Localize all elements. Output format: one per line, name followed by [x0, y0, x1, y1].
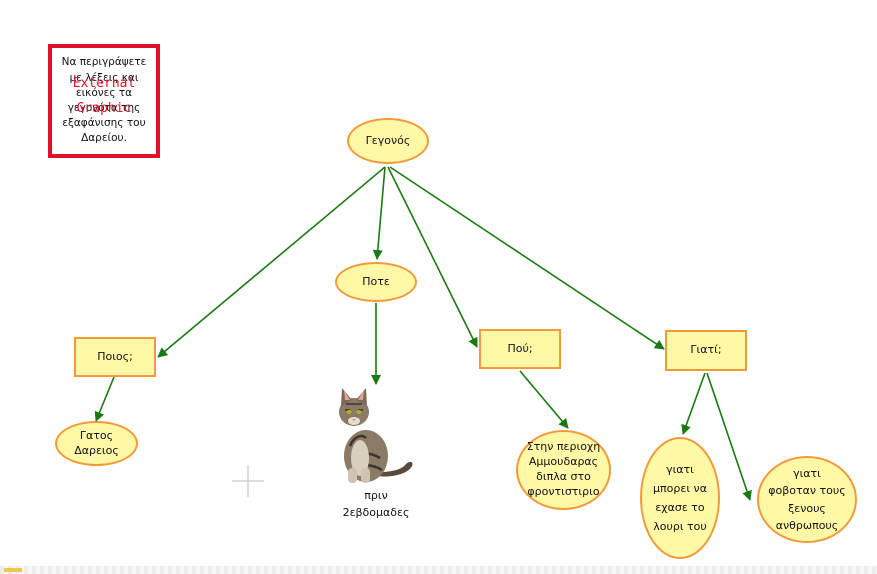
who-answer-line: Γατος — [79, 428, 114, 442]
cat-image — [339, 388, 413, 483]
crosshair-icon — [232, 465, 264, 497]
why-answer-2-line: γιατι — [793, 467, 821, 481]
where-answer-line: διπλα στο — [536, 470, 591, 483]
arrow-where-to-answer — [519, 370, 569, 429]
arrow-root-to-when — [372, 166, 386, 260]
node-where-label: Πού; — [507, 341, 533, 355]
where-answer-line: Στην περιοχη — [526, 440, 601, 454]
node-where-answer[interactable]: Στην περιοχη Αμμουδαρας διπλα στο φροντι… — [516, 430, 611, 510]
node-why[interactable]: Γιατί; — [665, 330, 747, 371]
where-answer-line: φροντιστιριο — [527, 484, 600, 498]
node-who[interactable]: Ποιος; — [74, 337, 156, 377]
who-answer-line: Δαρειος — [74, 443, 119, 457]
arrow-root-to-where — [387, 166, 478, 348]
node-why-label: Γιατί; — [690, 343, 722, 357]
why-answer-2-line: ανθρωπους — [775, 518, 839, 532]
arrow-why-to-answer-2 — [706, 372, 752, 501]
why-answer-1-line: εχασε το — [655, 501, 705, 514]
when-answer-line: 2εβδομαδες — [342, 505, 410, 519]
node-root-label: Γεγονός — [365, 133, 411, 147]
bottom-scroll-thumb[interactable] — [4, 568, 22, 572]
arrow-who-to-answer — [94, 376, 115, 422]
node-where[interactable]: Πού; — [479, 329, 561, 369]
why-answer-2-line: φοβοταν τους — [768, 484, 846, 498]
node-when-label: Ποτε — [362, 274, 390, 288]
node-who-answer[interactable]: Γατος Δαρειος — [55, 421, 138, 466]
when-answer-caption: πριν 2εβδομαδες — [326, 488, 426, 521]
instruction-box: Να περιγράψετε με λέξεις και εικόνες τα … — [48, 44, 160, 158]
why-answer-1-line: γιατι — [666, 462, 694, 476]
arrow-root-to-who — [157, 166, 386, 358]
node-why-answer-1[interactable]: γιατι μπορει να εχασε το λουρι του — [640, 437, 720, 559]
why-answer-1-line: μπορει να — [653, 481, 707, 495]
bottom-scrollbar[interactable] — [0, 566, 877, 574]
where-answer-line: Αμμουδαρας — [528, 455, 599, 469]
when-answer-line: πριν — [364, 489, 388, 502]
node-why-answer-2[interactable]: γιατι φοβοταν τους ξενους ανθρωπους — [757, 456, 857, 543]
node-when[interactable]: Ποτε — [335, 262, 417, 302]
node-who-label: Ποιος; — [97, 349, 133, 363]
arrow-why-to-answer-1 — [681, 372, 706, 435]
instruction-text: Να περιγράψετε με λέξεις και εικόνες τα … — [61, 56, 147, 145]
node-root[interactable]: Γεγονός — [347, 118, 429, 164]
why-answer-2-line: ξενους — [788, 501, 826, 515]
why-answer-1-line: λουρι του — [653, 520, 707, 534]
arrow-root-to-why — [389, 166, 665, 350]
